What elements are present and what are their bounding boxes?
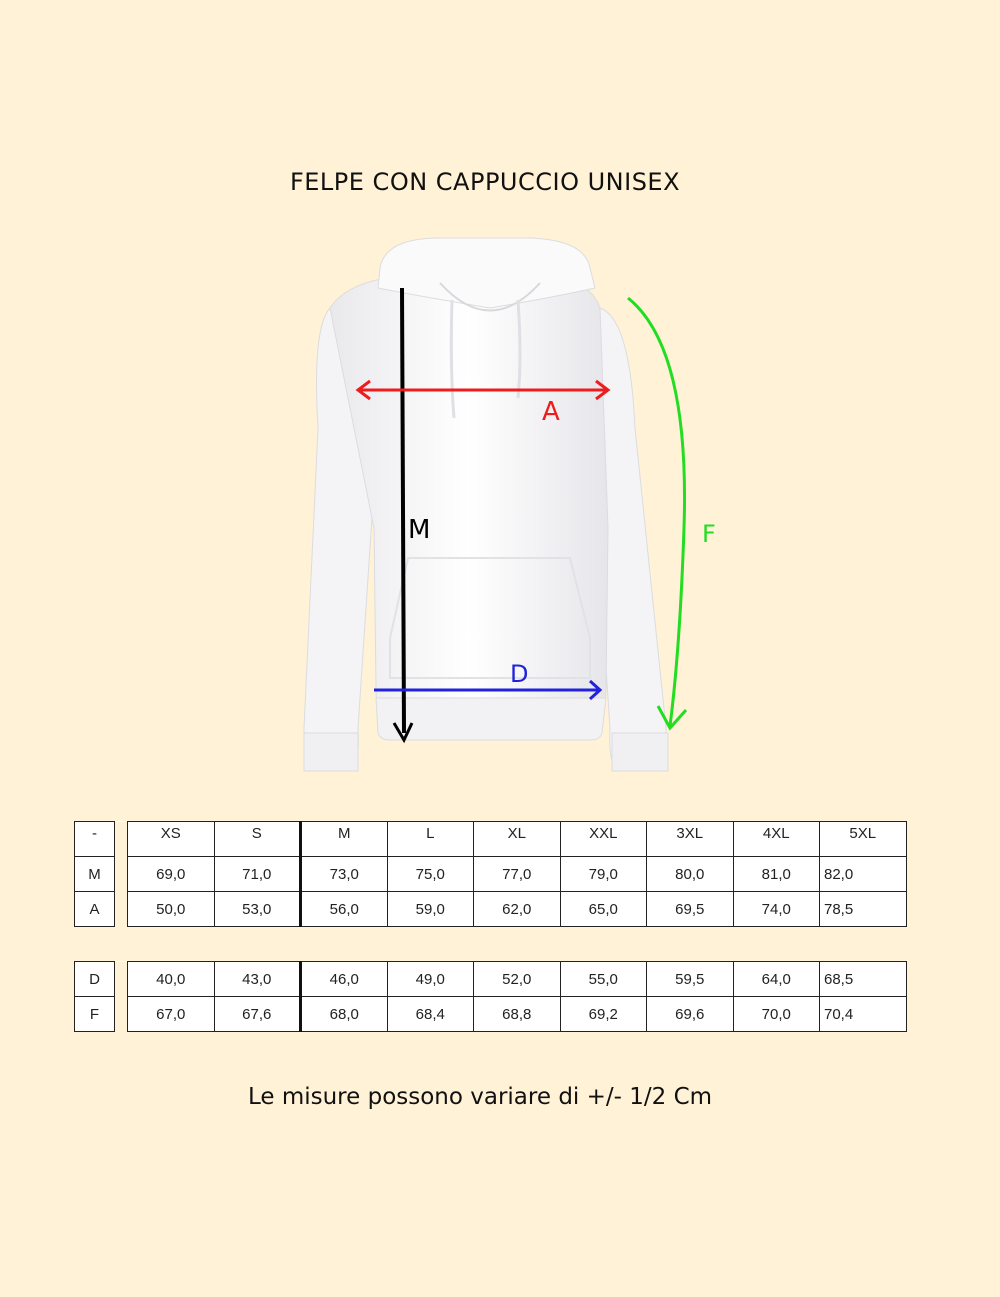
kangaroo-pocket [389,557,591,679]
table-cell: 62,0 [473,891,561,927]
hoodie-illustration: A M F D [303,237,716,772]
table-header-row: - XS S M L XL XXL 3XL 4XL 5XL [74,821,907,857]
table-cell: L [386,821,474,857]
waistband [375,697,607,741]
measure-m-arrow [392,287,414,744]
table-cell: 70,0 [732,996,820,1032]
table-cell: 73,0 [299,856,388,892]
table-cell: 55,0 [559,961,647,997]
table-cell: 68,0 [299,996,388,1032]
measure-f-arrow [627,296,688,731]
table-cell: XS [127,821,215,857]
table-cell: 69,2 [559,996,647,1032]
table-cell: 82,0 [819,856,907,892]
table-row: M 69,0 71,0 73,0 75,0 77,0 79,0 80,0 81,… [74,856,907,892]
left-cuff [303,732,359,772]
drawstring-left [449,299,456,419]
table-cell: 40,0 [127,961,215,997]
hoodie-diagram: A M F D [290,228,730,788]
table-cell: 69,6 [646,996,734,1032]
table-cell: 4XL [732,821,820,857]
table-cell: 56,0 [299,891,388,927]
table-cell: 68,4 [386,996,474,1032]
table-cell: 3XL [646,821,734,857]
table-cell: 52,0 [473,961,561,997]
table-cell: 5XL [819,821,907,857]
table-cell: 53,0 [213,891,302,927]
table-cell: 75,0 [386,856,474,892]
page-title: FELPE CON CAPPUCCIO UNISEX [289,168,681,196]
size-table-top: - XS S M L XL XXL 3XL 4XL 5XL M 69,0 71,… [74,821,907,927]
label-f: F [702,520,716,548]
table-cell: XXL [559,821,647,857]
table-cell: 68,8 [473,996,561,1032]
table-cell: 46,0 [299,961,388,997]
table-cell: 59,0 [386,891,474,927]
table-cell: 43,0 [213,961,302,997]
table-cell: 50,0 [127,891,215,927]
table-cell: - [74,821,115,857]
table-cell: 67,6 [213,996,302,1032]
table-cell: 81,0 [732,856,820,892]
hood [377,237,596,309]
footer-note: Le misure possono variare di +/- 1/2 Cm [247,1084,713,1110]
table-cell: 67,0 [127,996,215,1032]
label-m: M [408,515,430,545]
table-cell: XL [473,821,561,857]
hoodie-body [329,275,609,729]
table-cell: 64,0 [732,961,820,997]
table-row: F 67,0 67,6 68,0 68,4 68,8 69,2 69,6 70,… [74,996,907,1032]
hood-inner [439,282,541,312]
table-cell: 70,4 [819,996,907,1032]
measure-d-arrow [374,679,603,701]
table-cell: 78,5 [819,891,907,927]
table-cell: 49,0 [386,961,474,997]
table-cell: 68,5 [819,961,907,997]
table-cell: 80,0 [646,856,734,892]
table-cell: 79,0 [559,856,647,892]
table-cell: 71,0 [213,856,302,892]
table-cell: M [299,821,388,857]
table-cell: 77,0 [473,856,561,892]
table-cell: S [213,821,302,857]
table-cell: 69,0 [127,856,215,892]
table-cell: 65,0 [559,891,647,927]
table-cell: 69,5 [646,891,734,927]
table-row: A 50,0 53,0 56,0 59,0 62,0 65,0 69,5 74,… [74,891,907,927]
table-cell: D [74,961,115,997]
label-d: D [510,660,528,688]
right-cuff [611,732,669,772]
table-cell: F [74,996,115,1032]
table-cell: 59,5 [646,961,734,997]
measure-a-arrow [355,379,611,401]
table-cell: 74,0 [732,891,820,927]
label-a: A [542,397,560,427]
table-cell: M [74,856,115,892]
size-table-bottom: D 40,0 43,0 46,0 49,0 52,0 55,0 59,5 64,… [74,961,907,1032]
table-cell: A [74,891,115,927]
table-row: D 40,0 43,0 46,0 49,0 52,0 55,0 59,5 64,… [74,961,907,997]
